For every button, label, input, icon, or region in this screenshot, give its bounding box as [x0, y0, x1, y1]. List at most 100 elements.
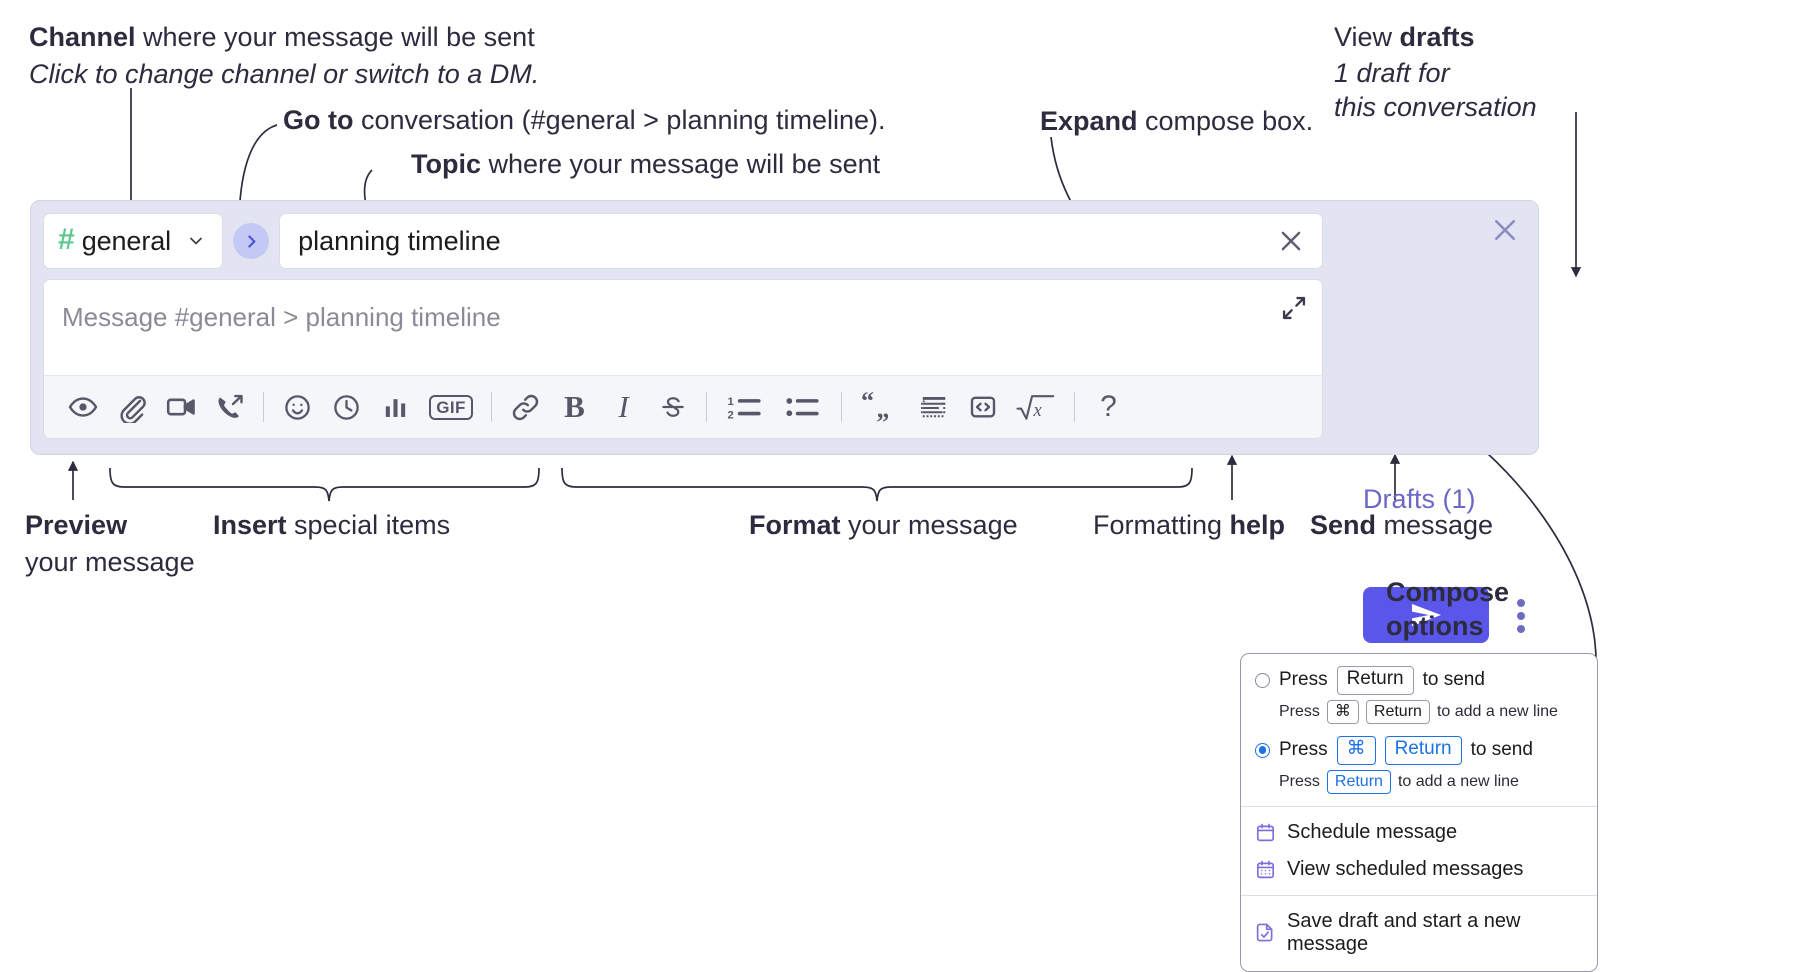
calendar-schedule-icon [1255, 822, 1276, 843]
menu-item-schedule-message[interactable]: Schedule message [1241, 814, 1597, 851]
video-clip-icon [166, 398, 195, 416]
blockquote-button[interactable]: “ „ [851, 383, 909, 432]
schedule-section: Schedule message View scheduled messages [1241, 807, 1597, 895]
compose-inner: # general planning timeline [43, 213, 1323, 439]
annotation-send: Send message [1310, 510, 1493, 542]
channel-name-label: general [81, 225, 172, 256]
close-compose-button[interactable] [1490, 215, 1520, 245]
annotation-send-bold: Send [1310, 510, 1377, 540]
math-icon: x [1016, 395, 1055, 420]
annotation-drafts-sub2: this conversation [1334, 91, 1537, 122]
blockquote-icon: “ „ [861, 392, 890, 422]
topic-input[interactable]: planning timeline [279, 213, 1323, 269]
key-return: Return [1326, 769, 1391, 794]
send-option-cmd-return-tail: to send [1470, 739, 1533, 761]
record-audio-clip-button[interactable] [205, 383, 254, 432]
send-message-button[interactable] [1363, 587, 1489, 643]
record-video-clip-button[interactable] [156, 383, 205, 432]
annotation-goto-rest: conversation (#general > planning timeli… [353, 105, 886, 135]
annotation-format-rest: your message [840, 510, 1018, 540]
annotation-help-lead: Formatting [1093, 510, 1230, 540]
hint-press: Press [1279, 772, 1320, 790]
annotation-compose-options-bold2: options [1386, 611, 1484, 642]
more-options-icon-dot [1517, 599, 1525, 607]
bulleted-list-button[interactable] [774, 383, 832, 432]
code-block-icon [920, 397, 945, 418]
svg-text:“: “ [861, 392, 874, 415]
menu-item-save-draft[interactable]: Save draft and start a new message [1241, 903, 1597, 963]
go-to-conversation-button[interactable] [233, 223, 270, 259]
preview-button[interactable] [58, 383, 107, 432]
more-options-icon-dot [1517, 625, 1525, 633]
gif-icon: GIF [429, 394, 473, 420]
menu-item-view-scheduled-messages[interactable]: View scheduled messages [1241, 851, 1597, 888]
send-option-return-press: Press [1279, 669, 1328, 691]
annotation-compose-options: Compose options menu [1386, 575, 1509, 677]
math-button[interactable]: x [1007, 383, 1065, 432]
clear-topic-button[interactable] [1276, 226, 1306, 256]
annotation-expand-bold: Expand [1040, 106, 1138, 136]
send-option-cmd-return[interactable]: Press ⌘ Return to send [1241, 734, 1597, 767]
hint-tail: to add a new line [1436, 702, 1558, 720]
formatting-help-button[interactable]: ? [1084, 383, 1133, 432]
annotation-insert: Insert special items [213, 510, 450, 542]
more-options-icon-dot [1517, 612, 1525, 620]
bold-button[interactable]: B [550, 383, 599, 432]
drafts-link[interactable]: Drafts (1) [1363, 484, 1476, 514]
send-option-return[interactable]: Press Return to send [1241, 664, 1597, 697]
hint-press: Press [1279, 702, 1320, 720]
compose-options-button[interactable] [1509, 589, 1533, 643]
annotation-compose-options-bold1: Compose [1386, 577, 1510, 607]
inline-code-icon [970, 396, 995, 418]
menu-divider [1241, 894, 1597, 896]
expand-compose-button[interactable] [1280, 294, 1308, 322]
channel-selector[interactable]: # general [43, 213, 224, 269]
annotation-drafts-bold: drafts [1399, 22, 1475, 52]
annotation-insert-rest: special items [286, 510, 451, 540]
annotation-insert-bold: Insert [213, 510, 287, 540]
strikethrough-button[interactable] [648, 383, 697, 432]
close-icon [1494, 219, 1516, 241]
send-behaviour-options: Press Return to send Press ⌘ Return to a… [1241, 654, 1597, 806]
toolbar-separator [841, 392, 842, 422]
poll-icon [385, 398, 406, 417]
message-input-box[interactable]: Message #general > planning timeline [43, 279, 1323, 439]
inline-code-button[interactable] [958, 383, 1007, 432]
annotation-expand: Expand compose box. [1040, 106, 1313, 138]
send-option-cmd-return-press: Press [1279, 739, 1328, 761]
key-return: Return [1365, 699, 1430, 724]
italic-icon: I [618, 389, 629, 424]
formatting-toolbar: GIF B [44, 375, 1322, 438]
send-paper-plane-icon [1412, 604, 1441, 626]
key-command: ⌘ [1336, 735, 1376, 765]
gif-button[interactable]: GIF [420, 383, 482, 432]
annotation-topic-bold: Topic [411, 149, 481, 179]
ordered-list-icon: 1 2 [727, 396, 761, 421]
annotation-send-rest: message [1376, 510, 1494, 540]
menu-item-label: Schedule message [1287, 820, 1458, 843]
emoji-button[interactable] [273, 383, 322, 432]
svg-text:1: 1 [727, 396, 733, 408]
code-block-button[interactable] [909, 383, 958, 432]
key-return: Return [1336, 666, 1414, 695]
annotation-format: Format your message [749, 510, 1018, 542]
annotation-goto: Go to conversation (#general > planning … [283, 105, 886, 137]
annotation-topic: Topic where your message will be sent [411, 149, 880, 181]
draft-section: Save draft and start a new message [1241, 896, 1597, 971]
italic-button[interactable]: I [599, 383, 648, 432]
attach-file-button[interactable] [107, 383, 156, 432]
schedule-button[interactable] [322, 383, 371, 432]
bulleted-list-icon [786, 398, 819, 417]
link-button[interactable] [501, 383, 550, 432]
ordered-list-button[interactable]: 1 2 [716, 383, 774, 432]
annotation-channel-bold: Channel [29, 22, 136, 52]
annotation-preview-bold: Preview [25, 510, 128, 540]
radio-unselected-icon [1255, 672, 1270, 688]
poll-button[interactable] [371, 383, 420, 432]
annotation-topic-rest: where your message will be sent [481, 149, 881, 179]
compose-options-menu: Press Return to send Press ⌘ Return to a… [1240, 653, 1598, 972]
topic-value: planning timeline [298, 225, 501, 256]
hint-tail: to add a new line [1397, 772, 1519, 790]
menu-item-label: Save draft and start a new message [1287, 909, 1521, 955]
calendar-grid-icon [1255, 859, 1276, 880]
